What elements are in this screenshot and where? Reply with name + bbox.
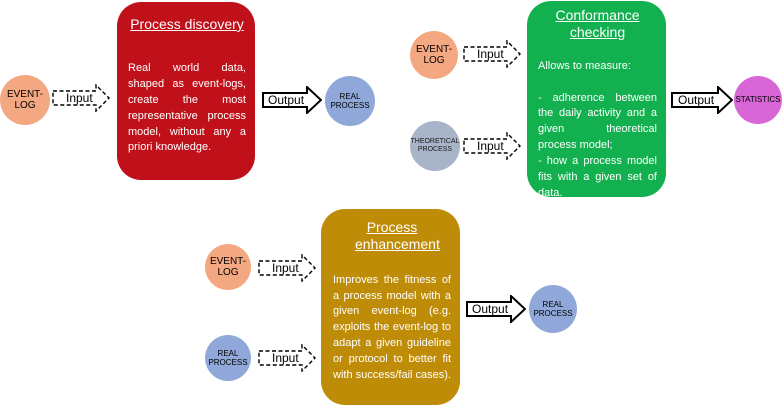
input-label: Input bbox=[66, 91, 93, 105]
output-label: Output bbox=[678, 93, 715, 107]
input-arrow bbox=[463, 40, 521, 68]
process-discovery-box: Process discovery Real world data, shape… bbox=[117, 2, 255, 180]
input-label: Input bbox=[272, 351, 299, 365]
real-process-label: REAL PROCESS bbox=[533, 299, 573, 318]
real-process-label: REAL PROCESS bbox=[330, 91, 370, 110]
process-discovery-description: Real world data, shaped as event-logs, c… bbox=[128, 61, 246, 154]
conformance-checking-box: Conformance checking Allows to measure: … bbox=[527, 1, 666, 199]
conformance-point-adherence: - adherence between the daily activity a… bbox=[538, 91, 657, 152]
input-arrow bbox=[258, 344, 316, 372]
event-log-label: EVENT-LOG bbox=[6, 88, 44, 112]
output-label: Output bbox=[472, 302, 509, 316]
real-process-label: REAL PROCESS bbox=[208, 348, 248, 367]
input-label: Input bbox=[272, 261, 299, 275]
input-label: Input bbox=[477, 139, 504, 153]
output-arrow bbox=[466, 295, 526, 323]
conformance-checking-title: Conformance checking bbox=[555, 7, 640, 40]
theoretical-process-node: THEORETICAL PROCESS bbox=[410, 121, 460, 171]
output-arrow bbox=[262, 86, 322, 114]
statistics-label: STATISTICS bbox=[735, 95, 781, 105]
input-arrow bbox=[258, 254, 316, 282]
input-arrow bbox=[463, 132, 521, 160]
event-log-label: EVENT-LOG bbox=[415, 43, 453, 67]
process-enhancement-title: Process enhancement bbox=[355, 219, 440, 252]
output-label: Output bbox=[268, 93, 305, 107]
conformance-point-fitness: - how a process model fits with a given … bbox=[538, 155, 657, 200]
process-discovery-title: Process discovery bbox=[130, 16, 244, 32]
event-log-node: EVENT-LOG bbox=[410, 31, 458, 79]
process-enhancement-box: Process enhancement Improves the fitness… bbox=[321, 209, 460, 405]
real-process-node: REAL PROCESS bbox=[529, 285, 577, 333]
input-label: Input bbox=[477, 47, 504, 61]
output-arrow bbox=[671, 86, 733, 114]
real-process-node: REAL PROCESS bbox=[325, 76, 375, 126]
theoretical-process-label: THEORETICAL PROCESS bbox=[410, 137, 460, 153]
process-enhancement-description: Improves the fitness of a process model … bbox=[333, 273, 451, 382]
real-process-node: REAL PROCESS bbox=[205, 335, 251, 381]
input-arrow bbox=[52, 84, 110, 112]
event-log-label: EVENT-LOG bbox=[209, 255, 247, 279]
event-log-node: EVENT-LOG bbox=[0, 75, 50, 125]
event-log-node: EVENT-LOG bbox=[205, 244, 251, 290]
conformance-intro: Allows to measure: bbox=[538, 59, 631, 72]
statistics-node: STATISTICS bbox=[734, 76, 782, 124]
